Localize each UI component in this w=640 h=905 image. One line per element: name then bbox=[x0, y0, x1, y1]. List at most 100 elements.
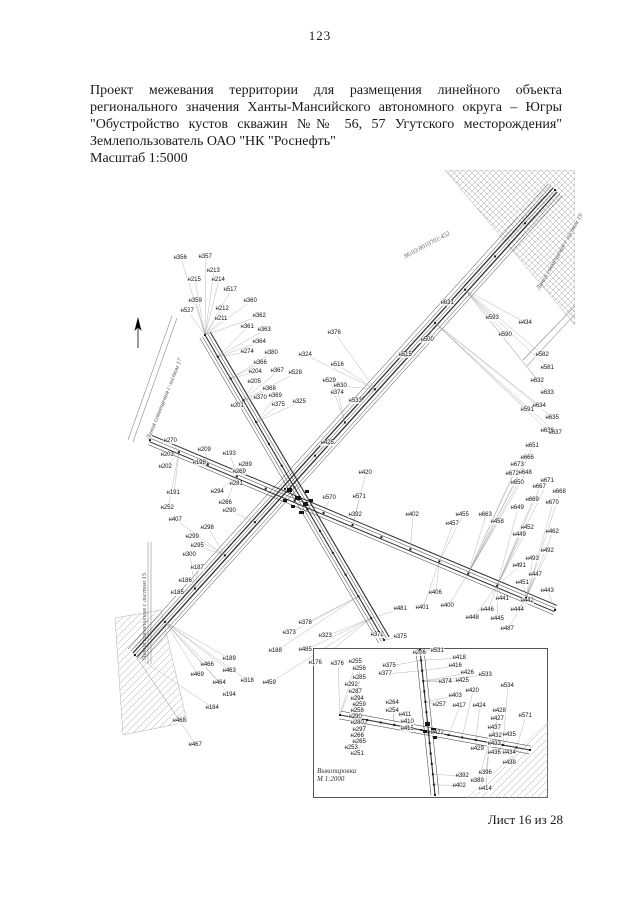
map-point-label: н420 bbox=[465, 688, 480, 694]
map-point-label: н324 bbox=[298, 352, 313, 358]
map-point-label: н373 bbox=[282, 630, 297, 636]
map-point-label: н285 bbox=[352, 675, 367, 681]
map-point-label: н420 bbox=[358, 470, 373, 476]
map-point-label: н201 bbox=[230, 403, 245, 409]
map-point-label: н672 bbox=[505, 471, 520, 477]
map-point-label: н211 bbox=[214, 316, 228, 322]
map-point-label: н458 bbox=[490, 519, 505, 525]
map-point-label: н252 bbox=[160, 505, 175, 511]
map-point-label: н376 bbox=[330, 661, 345, 667]
map-point-label: н533 bbox=[348, 398, 363, 404]
map-point-label: н442 bbox=[520, 598, 535, 604]
map-point-label: н256 bbox=[352, 666, 367, 672]
map-point-label: н295 bbox=[190, 543, 205, 549]
map-point-label: н515 bbox=[398, 352, 413, 358]
title-block: Проект межевания территории для размещен… bbox=[90, 82, 562, 167]
sheet-match-lines bbox=[127, 305, 575, 664]
map-point-label: н425 bbox=[320, 440, 335, 446]
map-point-label: н668 bbox=[552, 489, 567, 495]
scale-label: Масштаб 1:5000 bbox=[90, 151, 188, 166]
north-arrow-icon bbox=[134, 317, 142, 348]
sheet-number: Лист 16 из 28 bbox=[487, 812, 563, 827]
map-point-label: н590 bbox=[498, 332, 513, 338]
map-point-label: н411 bbox=[398, 712, 412, 718]
map-point-label: н516 bbox=[330, 362, 345, 368]
map-point-label: н396 bbox=[478, 770, 493, 776]
map-point-label: н415 bbox=[400, 726, 415, 732]
map-point-label: н204 bbox=[248, 369, 263, 375]
map-point-label: н253 bbox=[344, 745, 359, 751]
map-point-label: н634 bbox=[532, 403, 547, 409]
map-point-label: н671 bbox=[540, 478, 555, 484]
map-point-label: н389 bbox=[470, 778, 485, 784]
map-point-label: н433 bbox=[487, 741, 502, 747]
map-point-label: н375 bbox=[271, 402, 286, 408]
map-point-label: н280 bbox=[350, 720, 365, 726]
map-point-label: н635 bbox=[545, 415, 560, 421]
map-point-label: н462 bbox=[545, 529, 560, 535]
map-point-label: н422 bbox=[430, 730, 445, 736]
junction-cluster bbox=[283, 488, 313, 514]
map-point-label: н527 bbox=[180, 308, 195, 314]
map-point-label: н193 bbox=[222, 451, 237, 457]
map-point-label: н264 bbox=[385, 700, 400, 706]
map-point-label: н451 bbox=[515, 580, 530, 586]
page-number: 123 bbox=[308, 28, 332, 43]
map-point-label: н669 bbox=[525, 497, 540, 503]
map-point-label: н469 bbox=[190, 672, 205, 678]
map-point-label: н202 bbox=[158, 464, 173, 470]
map-point-label: н651 bbox=[525, 443, 540, 449]
map-point-label: н258 bbox=[350, 708, 365, 714]
map-point-label: н206 bbox=[412, 650, 427, 656]
inset-caption-line: Выкопировка bbox=[317, 767, 357, 775]
map-point-label: н434 bbox=[518, 320, 533, 326]
map-point-label: н188 bbox=[268, 648, 283, 654]
map-point-label: н281 bbox=[229, 481, 244, 487]
map-point-label: н449 bbox=[512, 532, 527, 538]
map-point-label: н401 bbox=[415, 605, 430, 611]
map-point-label: н366 bbox=[253, 360, 268, 366]
map-point-label: н392 bbox=[348, 512, 363, 518]
map-point-label: н259 bbox=[352, 702, 367, 708]
map-point-label: н491 bbox=[512, 563, 527, 569]
map-point-label: н187 bbox=[190, 565, 205, 571]
map-point-label: н636 bbox=[540, 428, 555, 434]
map-point-label: н360 bbox=[243, 298, 258, 304]
map-point-label: н403 bbox=[448, 693, 463, 699]
map-point-label: н257 bbox=[432, 702, 447, 708]
map-point-label: н294 bbox=[350, 696, 365, 702]
map-point-label: н663 bbox=[478, 512, 493, 518]
map-point-label: н325 bbox=[292, 399, 307, 405]
map-point-label: н402 bbox=[405, 512, 420, 518]
map-point-label: н648 bbox=[518, 470, 533, 476]
map-point-label: н487 bbox=[500, 626, 515, 632]
map-point-label: н416 bbox=[448, 663, 463, 669]
map-point-label: н447 bbox=[528, 572, 543, 578]
map-point-label: н298 bbox=[200, 525, 215, 531]
map-point-label: н649 bbox=[510, 505, 525, 511]
map-point-label: н274 bbox=[240, 349, 255, 355]
map-point-label: н186 bbox=[178, 578, 193, 584]
title-line: регионального значения Ханты-Мансийского… bbox=[90, 100, 562, 115]
map-point-label: н356 bbox=[173, 255, 188, 261]
map-point-label: н266 bbox=[350, 733, 365, 739]
map-point-label: н485 bbox=[298, 647, 313, 653]
map-point-label: н436 bbox=[487, 750, 502, 756]
map-point-label: н528 bbox=[288, 370, 303, 376]
leader-lines-main bbox=[134, 189, 561, 746]
map-point-label: н414 bbox=[478, 786, 493, 792]
map-point-label: н452 bbox=[520, 525, 535, 531]
map-point-label: н637 bbox=[548, 430, 563, 436]
map-point-label: н251 bbox=[350, 751, 365, 757]
map-point-label: н428 bbox=[492, 708, 507, 714]
map-point-label: н290 bbox=[348, 714, 363, 720]
map-point-label: н667 bbox=[532, 484, 547, 490]
map-point-label: н375 bbox=[393, 634, 408, 640]
map-point-label: н457 bbox=[445, 521, 460, 527]
map-point-label: н269 bbox=[232, 469, 247, 475]
map-point-label: н417 bbox=[452, 703, 467, 709]
map-point-label: н500 bbox=[420, 337, 435, 343]
map-point-label: н427 bbox=[490, 716, 505, 722]
